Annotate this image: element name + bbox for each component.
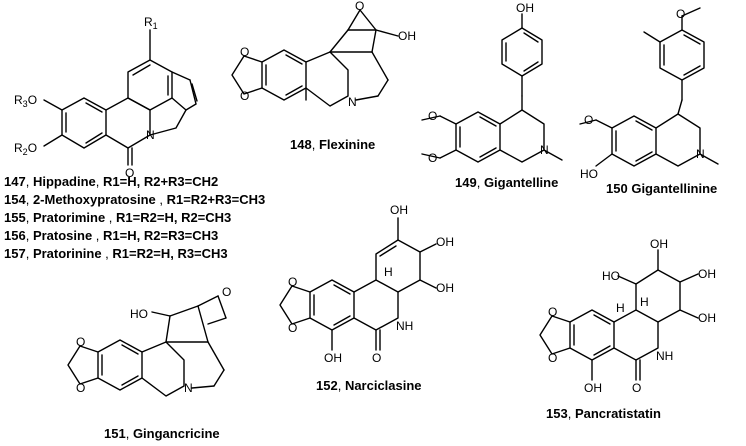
substituent-list: 147, Hippadine, R1=H, R2+R3=CH2 154, 2-M… (4, 173, 265, 263)
label-152: 152, Narciclasine (316, 378, 422, 393)
substituent-row: 157, Pratorinine , R1=R2=H, R3=CH3 (4, 246, 228, 261)
atom-oh-153c: OH (698, 267, 716, 281)
atom-o-150b: O (584, 113, 593, 127)
atom-oh-152c: OH (436, 281, 454, 295)
substituent-row: 155, Pratorimine , R1=R2=H, R2=CH3 (4, 210, 232, 225)
atom-r3o: R3O (14, 93, 37, 109)
atom-n-150: N (696, 147, 705, 161)
atom-nh-152: NH (396, 319, 413, 333)
atom-oh-149: OH (516, 1, 534, 15)
atom-r2o: R2O (14, 141, 37, 157)
atom-o-carbonyl-153: O (632, 381, 641, 395)
atom-ho-150: HO (580, 167, 598, 181)
atom-o-151a: O (76, 335, 85, 349)
structure-153 (539, 249, 699, 381)
structure-147 (43, 29, 198, 166)
atom-oh-153b: OH (650, 237, 668, 251)
substituent-row: 156, Pratosine , R1=H, R2=R3=CH3 (4, 228, 219, 243)
atom-h-153a: H (640, 295, 649, 309)
atom-oh-153d: OH (698, 311, 716, 325)
atom-o-153b: O (548, 351, 557, 365)
substituent-row: 154, 2-Methoxypratosine , R1=R2+R3=CH3 (4, 192, 266, 207)
structure-151 (67, 295, 227, 397)
atom-oh-152b: OH (436, 235, 454, 249)
atom-h-152: H (384, 265, 393, 279)
atom-o-152b: O (288, 321, 297, 335)
atom-r1: R1 (144, 15, 158, 31)
structure-148 (231, 9, 399, 107)
atom-o-153a: O (548, 305, 557, 319)
label-151: 151, Gingancricine (104, 426, 220, 441)
atom-h-153b: H (616, 301, 625, 315)
atom-o-148a: O (240, 45, 249, 59)
atom-o-149a: O (428, 109, 437, 123)
atom-n-147: N (146, 128, 155, 142)
label-153: 153, Pancratistatin (546, 406, 661, 421)
atom-ho-151: HO (130, 307, 148, 321)
label-150: 150 Gigantellinine (606, 181, 718, 196)
atom-oh-152a: OH (390, 203, 408, 217)
atom-oh-148: OH (398, 29, 416, 43)
label-148: 148, Flexinine (290, 137, 376, 152)
atom-o-carbonyl-152: O (372, 351, 381, 365)
atom-o-152a: O (288, 275, 297, 289)
atom-o-149b: O (428, 151, 437, 165)
atom-n-151: N (184, 381, 193, 395)
atom-o-151b: O (76, 381, 85, 395)
atom-nh-153: NH (656, 349, 673, 363)
atom-oh-153a: HO (602, 269, 620, 283)
substituent-row: 147, Hippadine, R1=H, R2+R3=CH2 (4, 174, 219, 189)
atom-n-149: N (540, 143, 549, 157)
atom-o-148b: O (240, 89, 249, 103)
atom-o-epoxide-151: O (222, 285, 231, 299)
atom-o-epoxide-148: O (355, 0, 364, 13)
atom-oh-153e: OH (584, 381, 602, 395)
label-149: 149, Gigantelline (455, 175, 559, 190)
structure-152 (279, 217, 437, 351)
atom-o-carbonyl-147: O (125, 166, 134, 180)
atom-o-150a: O (676, 7, 685, 21)
structure-149 (421, 13, 563, 163)
structure-150 (579, 7, 719, 167)
atom-oh-152d: OH (324, 351, 342, 365)
atom-n-148: N (348, 95, 357, 109)
